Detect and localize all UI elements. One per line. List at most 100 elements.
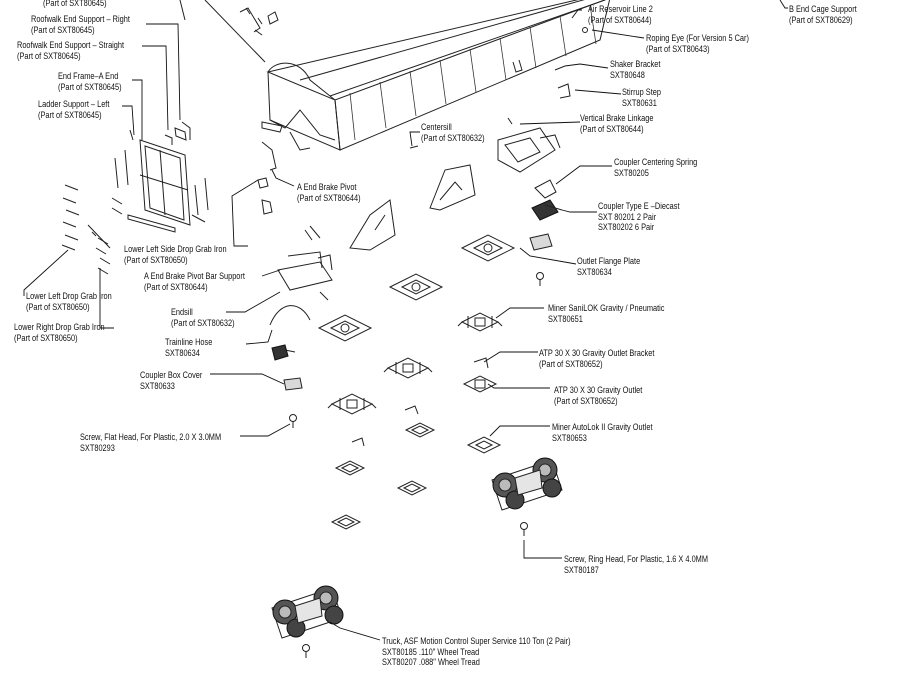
callout-line: Vertical Brake Linkage <box>580 113 654 123</box>
gravity-outlets <box>327 312 503 530</box>
callout-outlet-flange-plate: Outlet Flange Plate SXT80634 <box>577 256 640 277</box>
grab-irons <box>61 184 111 275</box>
callout-line: SXT80293 <box>80 442 115 453</box>
callout-line: SXT 80201 2 Pair <box>598 211 657 222</box>
callout-miner-autolok: Miner AutoLok II Gravity Outlet SXT80653 <box>552 422 653 443</box>
callout-line: Truck, ASF Motion Control Super Service … <box>382 636 571 646</box>
callout-miner-sanilok: Miner SaniLOK Gravity / Pneumatic SXT806… <box>548 303 664 324</box>
hopper-car-body <box>239 0 611 151</box>
outlet-plates <box>317 234 516 342</box>
callout-line: (Part of SXT80645) <box>17 50 81 61</box>
callout-line: (Part of SXT80644) <box>144 281 208 292</box>
callout-line: (Part of SXT80643) <box>646 43 710 54</box>
callout-screw-flat-head: Screw, Flat Head, For Plastic, 2.0 X 3.0… <box>80 432 221 453</box>
callout-lower-left-side-drop-grab-iron: Lower Left Side Drop Grab Iron (Part of … <box>124 244 227 265</box>
callout-air-reservoir-line-2: Air Reservoir Line 2 (Part of SXT80644) <box>588 4 653 25</box>
callout-roofwalk-end-support-right: Roofwalk End Support – Right (Part of SX… <box>31 14 130 35</box>
callout-a-end-brake-pivot-bar-support: A End Brake Pivot Bar Support (Part of S… <box>144 271 245 292</box>
callout-line: Centersill <box>421 122 452 132</box>
callout-line: (Part of SXT80652) <box>554 395 618 406</box>
callout-line: Endsill <box>171 307 193 317</box>
callout-line: SXT80207 .088" Wheel Tread <box>382 657 480 667</box>
callout-line: SXT80187 <box>564 564 599 575</box>
callout-line: Coupler Box Cover <box>140 370 203 380</box>
callout-line: (Part of SXT80629) <box>789 14 853 25</box>
top-small-parts <box>179 0 279 63</box>
end-frame-assembly <box>111 121 209 233</box>
callout-line: Lower Right Drop Grab Iron <box>14 322 105 332</box>
callout-line: Trainline Hose <box>165 337 213 347</box>
callout-line: Roping Eye (For Version 5 Car) <box>646 33 749 43</box>
callout-line: (Part of SXT80644) <box>297 192 361 203</box>
callout-centersill: Centersill (Part of SXT80632) <box>421 122 485 143</box>
callout-b-end-cage-support: B End Cage Support (Part of SXT80629) <box>789 4 857 25</box>
callout-line: Screw, Flat Head, For Plastic, 2.0 X 3.0… <box>80 432 222 442</box>
callout-line: SXT80648 <box>610 69 645 80</box>
callout-line: (Part of SXT80645) <box>38 109 102 120</box>
callout-line: A End Brake Pivot <box>297 182 357 192</box>
callout-line: SXT80631 <box>622 97 657 108</box>
callout-line: SXT80202 6 Pair <box>598 222 655 232</box>
callout-roofwalk-end-support-straight: Roofwalk End Support – Straight (Part of… <box>17 40 124 61</box>
callout-end-frame-a-end: End Frame–A End (Part of SXT80645) <box>58 71 122 92</box>
callout-line: SXT80651 <box>548 313 583 324</box>
callout-roofwalk-end-support-right-top: (Part of SXT80645) <box>43 0 107 9</box>
callout-line: Shaker Bracket <box>610 59 661 69</box>
callout-line: (Part of SXT80650) <box>26 301 90 312</box>
callout-coupler-type-e: Coupler Type E –Diecast SXT 80201 2 Pair… <box>598 201 680 233</box>
callout-line: (Part of SXT80632) <box>171 317 235 328</box>
callout-screw-ring-head: Screw, Ring Head, For Plastic, 1.6 X 4.0… <box>564 554 708 575</box>
callout-line: SXT80653 <box>552 432 587 443</box>
callout-coupler-box-cover: Coupler Box Cover SXT80633 <box>140 370 202 391</box>
callout-line: (Part of SXT80645) <box>31 24 95 35</box>
callout-line: SXT80634 <box>577 266 612 277</box>
callout-line: (Part of SXT80645) <box>58 81 122 92</box>
callout-vertical-brake-linkage: Vertical Brake Linkage (Part of SXT80644… <box>580 113 653 134</box>
callout-line: SXT80634 <box>165 347 200 358</box>
callout-line: Ladder Support – Left <box>38 99 110 109</box>
truck-right <box>491 457 563 536</box>
callout-line: (Part of SXT80650) <box>14 332 78 343</box>
callout-line: End Frame–A End <box>58 71 119 81</box>
callout-coupler-centering-spring: Coupler Centering Spring SXT80205 <box>614 157 697 178</box>
callout-line: SXT80185 .110" Wheel Tread <box>382 646 480 657</box>
callout-ladder-support-left: Ladder Support – Left (Part of SXT80645) <box>38 99 109 120</box>
callout-line: Lower Left Drop Grab Iron <box>26 291 112 301</box>
callout-atp-outlet-bracket: ATP 30 X 30 Gravity Outlet Bracket (Part… <box>539 348 654 369</box>
callout-line: Roofwalk End Support – Right <box>31 14 130 24</box>
callout-line: Coupler Centering Spring <box>614 157 698 167</box>
callout-line: Screw, Ring Head, For Plastic, 1.6 X 4.0… <box>564 554 708 564</box>
callout-a-end-brake-pivot: A End Brake Pivot (Part of SXT80644) <box>297 182 361 203</box>
callout-stirrup-step: Stirrup Step SXT80631 <box>622 87 661 108</box>
callout-line: Miner SaniLOK Gravity / Pneumatic <box>548 303 665 313</box>
middle-parts <box>257 27 588 428</box>
callout-line: Roofwalk End Support – Straight <box>17 40 125 50</box>
callout-shaker-bracket: Shaker Bracket SXT80648 <box>610 59 660 80</box>
callout-endsill: Endsill (Part of SXT80632) <box>171 307 235 328</box>
leader-lines <box>23 0 788 641</box>
callout-line: (Part of SXT80644) <box>588 14 652 25</box>
callout-line: ATP 30 X 30 Gravity Outlet Bracket <box>539 348 655 358</box>
callout-line: A End Brake Pivot Bar Support <box>144 271 245 281</box>
callout-line: ATP 30 X 30 Gravity Outlet <box>554 385 643 395</box>
callout-line: Lower Left Side Drop Grab Iron <box>124 244 227 254</box>
callout-line: (Part of SXT80645) <box>43 0 107 8</box>
callout-line: SXT80205 <box>614 167 649 178</box>
callout-line: (Part of SXT80632) <box>421 132 485 143</box>
callout-line: Outlet Flange Plate <box>577 256 641 266</box>
callout-line: (Part of SXT80652) <box>539 358 603 369</box>
callout-truck-asf: Truck, ASF Motion Control Super Service … <box>382 636 571 668</box>
callout-line: Miner AutoLok II Gravity Outlet <box>552 422 653 432</box>
callout-line: Stirrup Step <box>622 87 661 97</box>
callout-line: (Part of SXT80650) <box>124 254 188 265</box>
callout-line: (Part of SXT80644) <box>580 123 644 134</box>
callout-lower-left-drop-grab-iron: Lower Left Drop Grab Iron (Part of SXT80… <box>26 291 112 312</box>
callout-trainline-hose: Trainline Hose SXT80634 <box>165 337 212 358</box>
callout-atp-gravity-outlet: ATP 30 X 30 Gravity Outlet (Part of SXT8… <box>554 385 642 406</box>
callout-line: Air Reservoir Line 2 <box>588 4 653 14</box>
callout-roping-eye: Roping Eye (For Version 5 Car) (Part of … <box>646 33 749 54</box>
callout-line: B End Cage Support <box>789 4 857 14</box>
callout-line: Coupler Type E –Diecast <box>598 201 680 211</box>
callout-lower-right-drop-grab-iron: Lower Right Drop Grab Iron (Part of SXT8… <box>14 322 105 343</box>
